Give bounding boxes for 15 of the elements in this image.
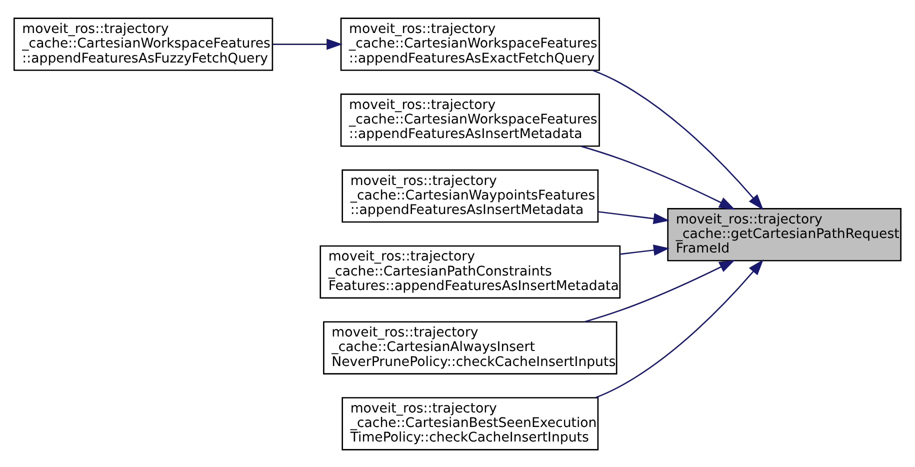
arrow — [580, 145, 736, 210]
node-box: moveit_ros::trajectory _cache::CartesianWorkspaceFeatures ::appendFeaturesAsInsertMetadata — [340, 93, 600, 146]
arrow — [584, 259, 736, 322]
node-box: moveit_ros::trajectory _cache::CartesianWaypointsFeatures ::appendFeaturesAsInsertMetadata — [342, 168, 599, 222]
node-box: moveit_ros::trajectory _cache::CartesianBestSeenExecution TimePolicy::checkCacheInsertInputs — [342, 396, 599, 450]
arrow — [272, 38, 343, 50]
arrow — [592, 69, 764, 210]
arrow — [598, 210, 670, 224]
node-box: moveit_ros::trajectory _cache::CartesianPathConstraints Features::appendFeaturesAsInsertMetadata — [320, 244, 621, 298]
node-box: moveit_ros::trajectory _cache::CartesianWorkspaceFeatures ::appendFeaturesAsFuzzyFetchQuery — [14, 17, 274, 70]
arrow — [620, 244, 670, 256]
arrow — [595, 258, 764, 398]
node-box: moveit_ros::trajectory _cache::getCartesianPathRequest FrameId — [667, 208, 902, 261]
node-box: moveit_ros::trajectory _cache::CartesianAlwaysInsert NeverPrunePolicy::checkCacheInsertInputs — [323, 320, 618, 374]
node-box: moveit_ros::trajectory _cache::CartesianWorkspaceFeatures ::appendFeaturesAsExactFetchQuery — [340, 17, 600, 70]
